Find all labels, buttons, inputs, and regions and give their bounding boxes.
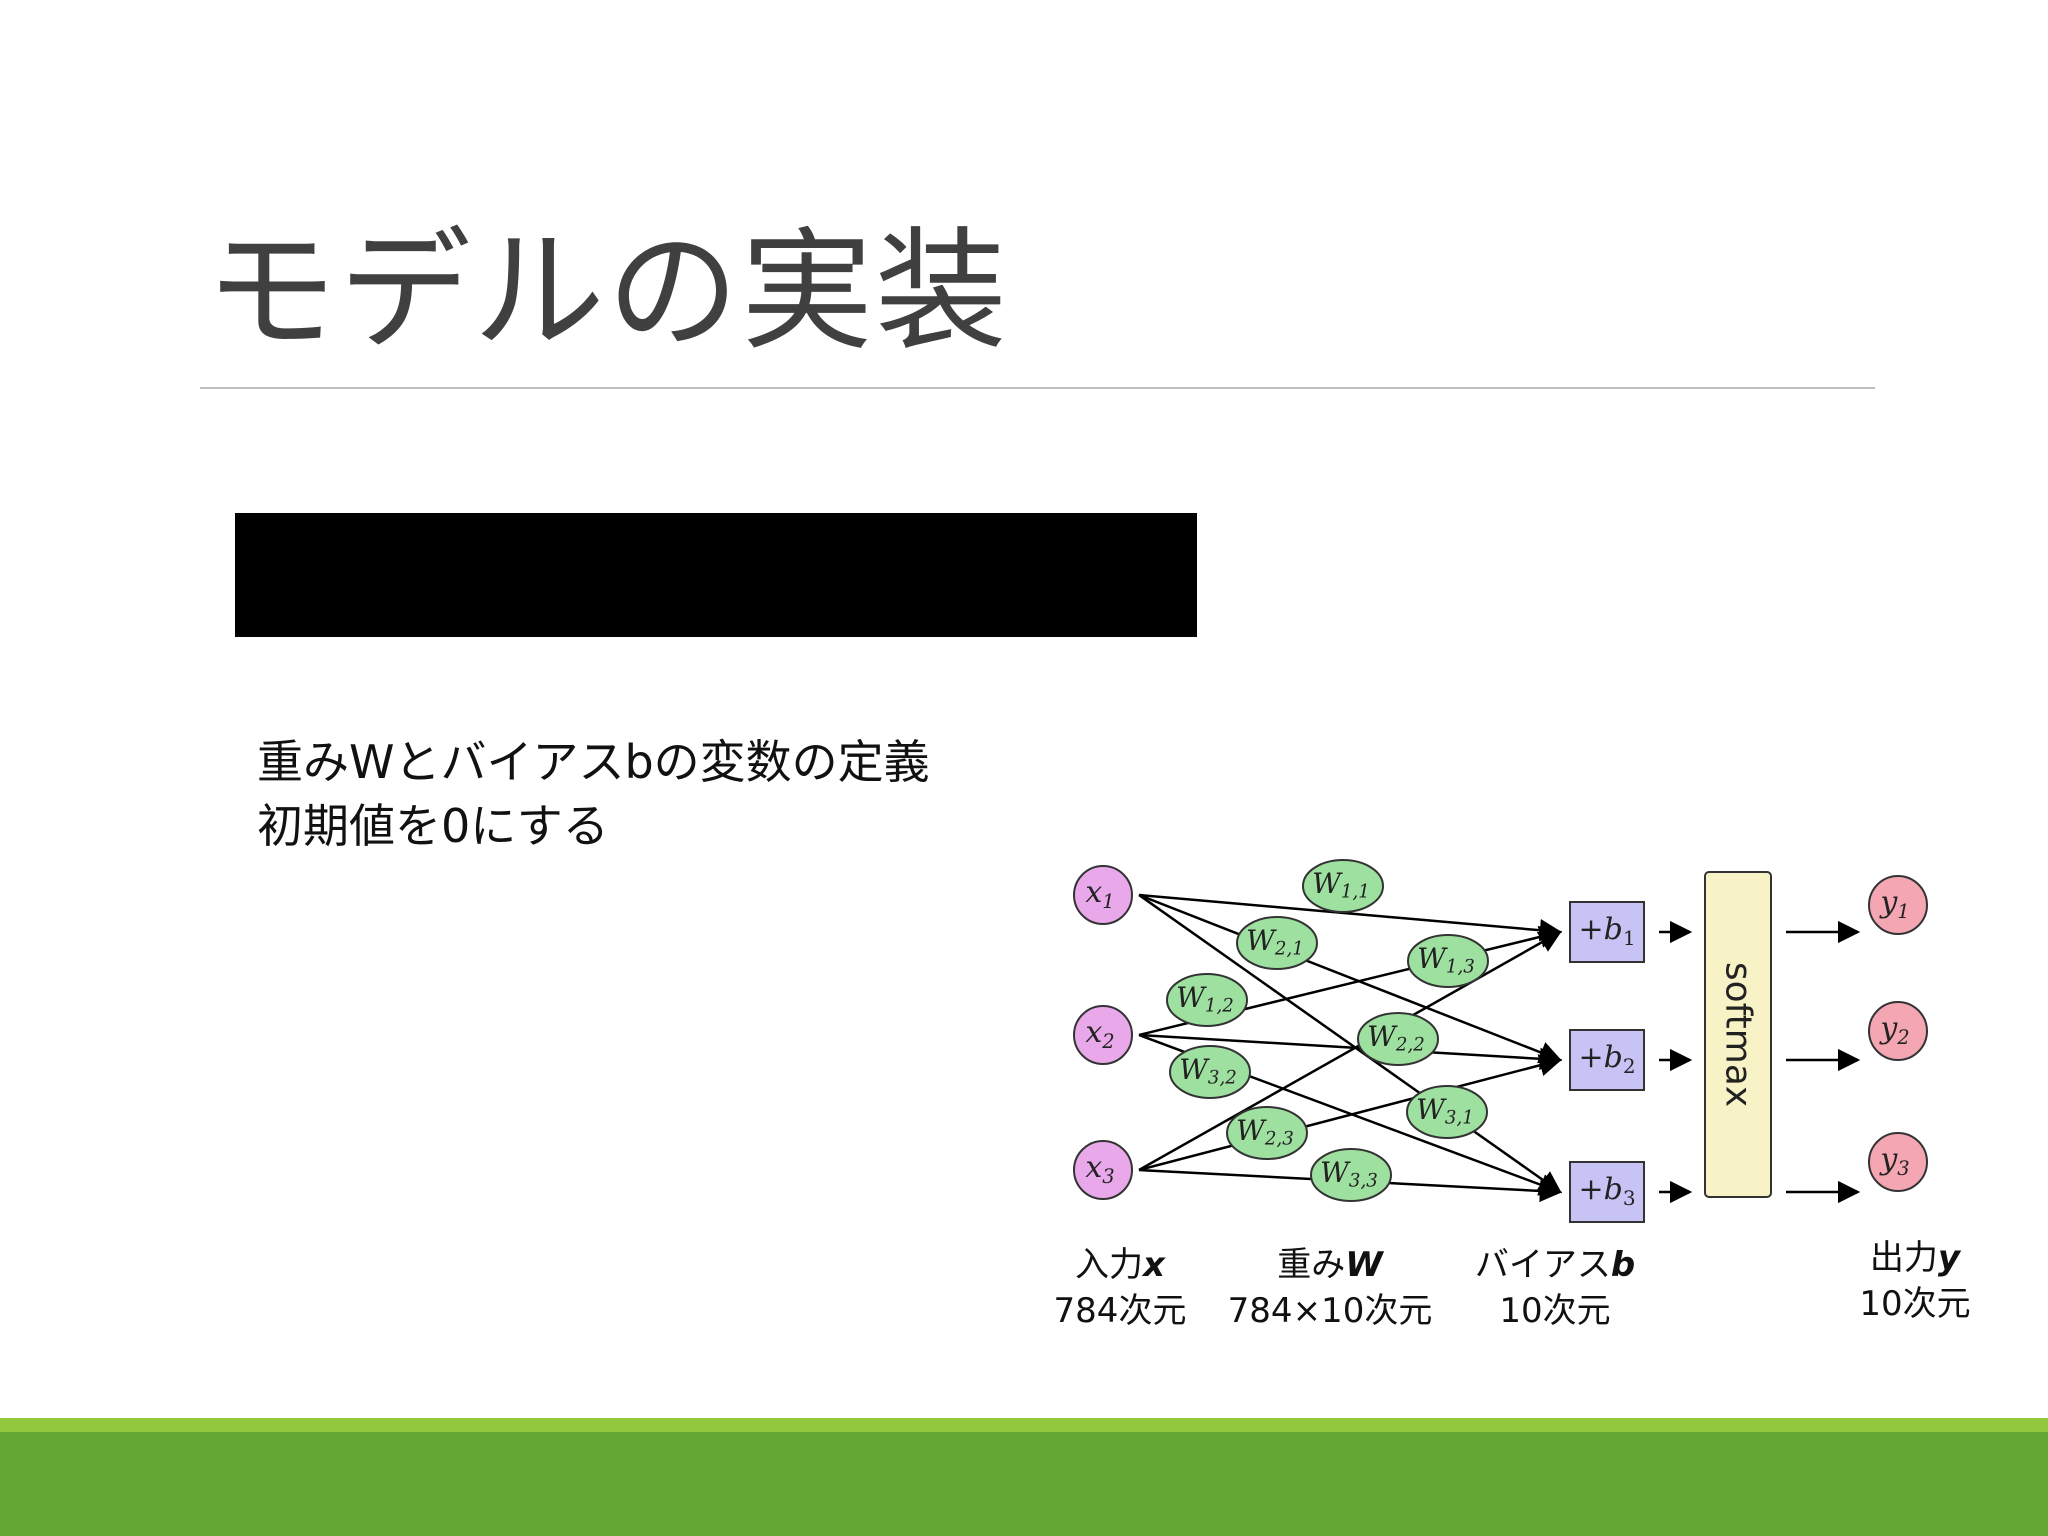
input-label-3: x3	[1085, 1150, 1114, 1188]
output-label-2: y2	[1878, 1011, 1909, 1049]
bias-label-1: +b1	[1578, 912, 1635, 951]
edge-x2-b2	[1138, 1033, 1563, 1071]
footer-band	[0, 1418, 2048, 1536]
input-node-2	[1073, 1005, 1133, 1065]
network-svg: x1 x2 x3 W1,1W2,1W1,2 W1,3W2,2W3,2W3,1W2,3W3…	[1073, 859, 1928, 1223]
caption-weight-dim: 784×10次元	[1227, 1291, 1433, 1331]
description-line-1: 重みWとバイアスbの変数の定義	[257, 735, 930, 789]
caption-input-label: 入力	[1075, 1245, 1144, 1285]
footer-band-highlight	[0, 1418, 2048, 1432]
caption-output: 出力y 10次元	[1840, 1235, 1990, 1327]
description-line-2: 初期値を0にする	[257, 799, 609, 853]
edge-x3-b2	[1138, 1054, 1563, 1172]
bias-box-2	[1569, 1029, 1645, 1091]
slide-title: モデルの実装	[205, 215, 1009, 369]
weight-label-5: W2,2	[1367, 1020, 1425, 1055]
output-node-3	[1868, 1132, 1928, 1192]
weight-node-3	[1166, 973, 1248, 1027]
weight-node-1	[1302, 859, 1384, 913]
output-node-2	[1868, 1001, 1928, 1061]
weight-label-1: W1,1	[1312, 867, 1370, 902]
input-node-1	[1073, 865, 1133, 925]
caption-weight: 重みW 784×10次元	[1205, 1242, 1455, 1334]
edge-x3-b1	[1138, 930, 1562, 1172]
caption-weight-label: 重み	[1277, 1245, 1346, 1285]
weight-label-3: W1,2	[1176, 981, 1234, 1016]
weight-node-7	[1406, 1085, 1488, 1139]
output-label-1: y1	[1878, 885, 1909, 923]
weight-label-9: W3,3	[1320, 1156, 1378, 1191]
input-label-1: x1	[1085, 875, 1114, 913]
output-node-1	[1868, 875, 1928, 935]
edge-x1-b1	[1138, 893, 1563, 942]
input-node-3	[1073, 1140, 1133, 1200]
code-line-weights: W = tf.Variable(tf.zeros([784, 10]))	[235, 638, 941, 691]
caption-bias-label: バイアス	[1474, 1245, 1611, 1285]
weight-node-6	[1169, 1045, 1251, 1099]
softmax-label: softmax	[1718, 962, 1759, 1107]
description: 重みWとバイアスbの変数の定義 初期値を0にする	[257, 730, 930, 858]
weight-node-9	[1310, 1148, 1392, 1202]
bias-label-3: +b3	[1578, 1172, 1635, 1211]
caption-weight-var: W	[1345, 1245, 1383, 1285]
title-divider	[200, 387, 1875, 389]
caption-output-var: y	[1937, 1238, 1961, 1278]
weight-label-4: W1,3	[1417, 942, 1475, 977]
bias-label-2: +b2	[1578, 1040, 1635, 1079]
softmax-box	[1704, 871, 1772, 1198]
caption-input: 入力x 784次元	[1040, 1242, 1200, 1334]
output-label-3: y3	[1878, 1142, 1909, 1180]
caption-input-dim: 784次元	[1053, 1291, 1187, 1331]
caption-input-var: x	[1143, 1245, 1165, 1285]
edge-x1-b3	[1138, 893, 1562, 1194]
weight-label-2: W2,1	[1246, 924, 1304, 959]
weight-node-5	[1357, 1012, 1439, 1066]
weight-node-2	[1236, 916, 1318, 970]
weight-label-8: W2,3	[1236, 1114, 1294, 1149]
weight-label-6: W3,2	[1179, 1053, 1237, 1088]
weight-label-7: W3,1	[1416, 1093, 1474, 1128]
weight-node-4	[1407, 934, 1489, 988]
caption-output-label: 出力	[1869, 1238, 1938, 1278]
weight-node-8	[1226, 1106, 1308, 1160]
input-label-2: x2	[1085, 1015, 1114, 1053]
caption-bias: バイアスb 10次元	[1455, 1242, 1655, 1334]
caption-bias-dim: 10次元	[1499, 1291, 1611, 1331]
edge-x1-b2	[1138, 893, 1563, 1064]
code-line-bias: b = tf.Variable(tf.zeros([10]))	[235, 818, 818, 871]
code-block: W = tf.Variable(tf.zeros([784, 10])) b =…	[235, 513, 1197, 871]
bias-box-3	[1569, 1161, 1645, 1223]
caption-bias-var: b	[1610, 1245, 1636, 1285]
caption-output-dim: 10次元	[1859, 1284, 1971, 1324]
bias-box-1	[1569, 901, 1645, 963]
